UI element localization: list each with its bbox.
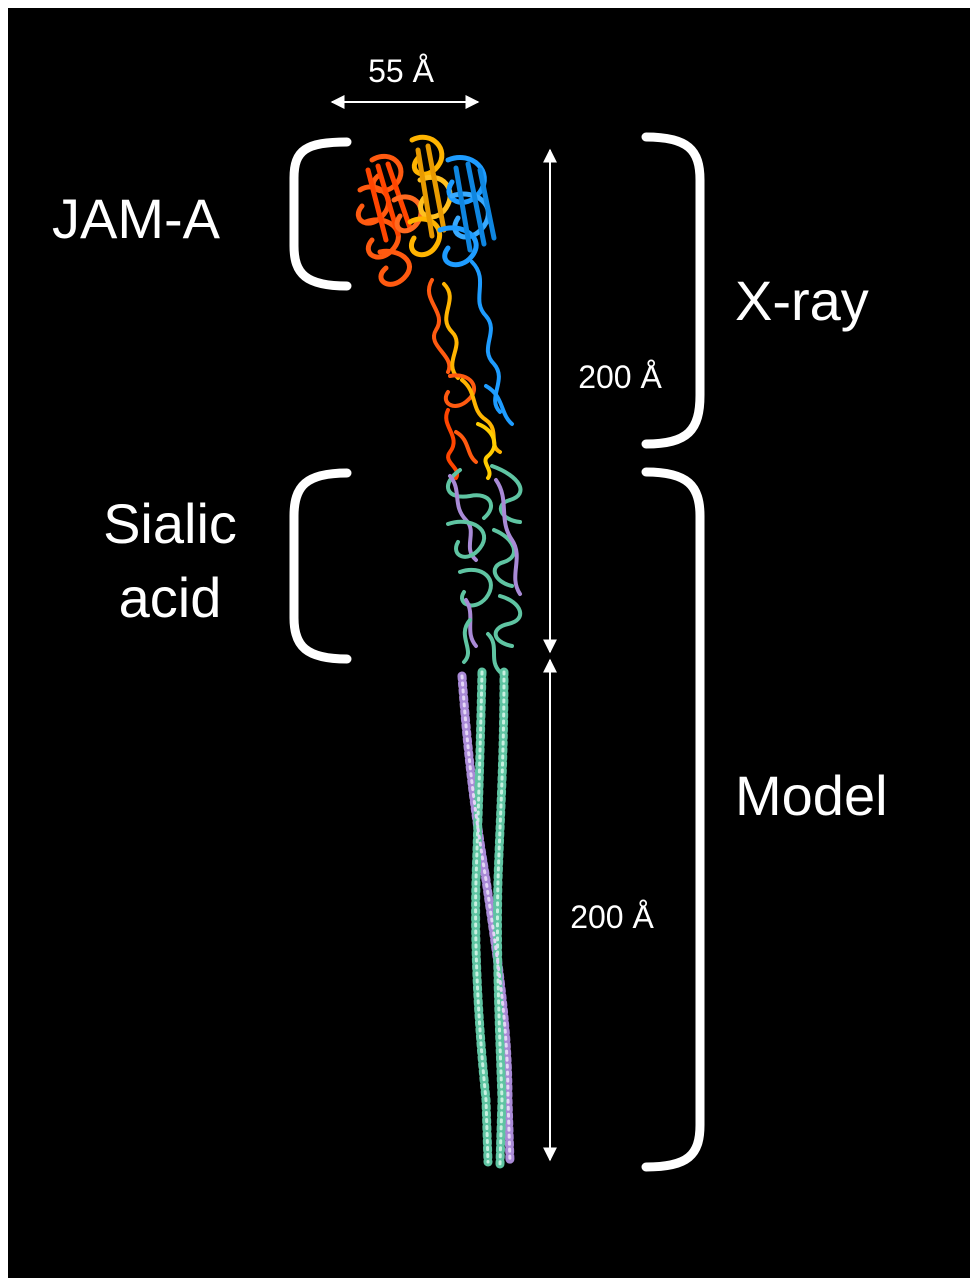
length-label-top: 200 Å xyxy=(578,359,662,395)
xray-label: X-ray xyxy=(735,269,869,332)
protein-neck-domain xyxy=(429,262,512,478)
length-measure-top: 200 Å xyxy=(550,150,674,652)
figure-canvas: 55 Å JAM-A Sialic acid X-ray Model 200 Å… xyxy=(8,8,970,1278)
protein-sialic-domain xyxy=(448,466,521,672)
length-measure-bottom: 200 Å xyxy=(550,660,668,1160)
jam-a-bracket xyxy=(294,142,347,286)
width-measure: 55 Å xyxy=(332,53,478,102)
sialic-acid-label-line1: Sialic xyxy=(103,492,237,555)
length-label-bottom: 200 Å xyxy=(570,899,654,935)
width-label: 55 Å xyxy=(368,53,434,89)
sialic-acid-label-line2: acid xyxy=(119,566,222,629)
xray-bracket xyxy=(646,137,700,444)
model-bracket xyxy=(646,472,700,1167)
sialic-acid-bracket xyxy=(294,473,347,659)
model-label: Model xyxy=(735,764,888,827)
jam-a-label: JAM-A xyxy=(52,187,221,250)
reovirus-sigma1-structure-diagram: 55 Å JAM-A Sialic acid X-ray Model 200 Å… xyxy=(8,8,970,1278)
